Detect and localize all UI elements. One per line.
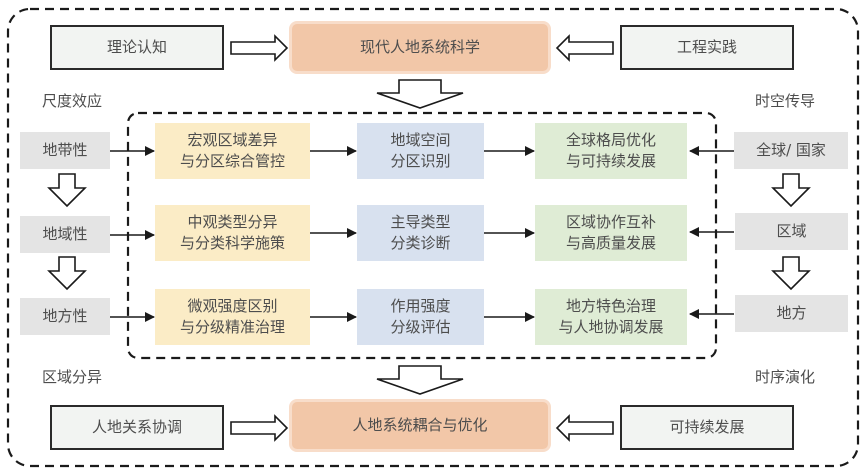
scale-effect-label: 尺度效应 <box>42 92 103 110</box>
scale-item-label: 地方 <box>776 304 807 322</box>
human-earth-coordination-box: 人地关系协调 <box>50 405 224 450</box>
scale-item-region: 区域 <box>735 213 848 250</box>
box-line-2: 与分级精准治理 <box>179 318 285 336</box>
dominant-type-diagnosis-box: 主导类型分类诊断 <box>357 205 484 261</box>
micro-intensity-distinction-box: 微观强度区别与分级精准治理 <box>155 289 310 345</box>
scale-item-label: 地方性 <box>42 307 88 325</box>
hollow-arrow-right-bottom <box>230 414 289 442</box>
hollow-arrow-down-bottom <box>376 365 464 395</box>
human-earth-coupling-optimization-box: 人地系统耦合与优化 <box>289 399 551 452</box>
scale-item-locality: 地方性 <box>20 298 110 335</box>
scale-item-label: 全球/ 国家 <box>756 141 826 159</box>
scale-item-label: 地域性 <box>42 225 88 243</box>
hollow-arrow-left-top <box>555 34 614 62</box>
box-line-2: 与高质量发展 <box>565 234 656 252</box>
spatiotemporal-transmission-label: 时空传导 <box>755 92 816 110</box>
box-line-1: 中观类型分异 <box>187 213 278 231</box>
regional-cooperation-box: 区域协作互补与高质量发展 <box>535 205 687 261</box>
modern-human-earth-science-box: 现代人地系统科学 <box>289 21 551 74</box>
box-line-2: 分区识别 <box>390 152 451 170</box>
scale-item-global-national: 全球/ 国家 <box>734 132 848 169</box>
regional-differentiation-label: 区域分异 <box>42 368 103 386</box>
intensity-grading-assessment-box: 作用强度分级评估 <box>357 289 484 345</box>
hollow-arrow-right-top <box>230 34 289 62</box>
hollow-arrow-down-right-1 <box>771 173 811 208</box>
meso-type-differentiation-box: 中观类型分异与分类科学施策 <box>155 205 310 261</box>
box-line-2: 与分类科学施策 <box>179 234 285 252</box>
macro-regional-difference-box: 宏观区域差异与分区综合管控 <box>155 123 310 179</box>
sustainable-development-box: 可持续发展 <box>620 405 794 450</box>
scale-item-regionality: 地域性 <box>20 216 110 253</box>
box-line-2: 与人地协调发展 <box>558 318 664 336</box>
box-line-1: 地方特色治理 <box>565 297 656 315</box>
temporal-evolution-label: 时序演化 <box>755 368 816 386</box>
human-earth-coordination-label: 人地关系协调 <box>91 418 182 436</box>
scale-item-label: 区域 <box>776 222 807 240</box>
local-characteristic-governance-box: 地方特色治理与人地协调发展 <box>535 289 687 345</box>
box-line-1: 全球格局优化 <box>565 131 656 149</box>
modern-human-earth-science-label: 现代人地系统科学 <box>359 38 480 56</box>
box-line-2: 与可持续发展 <box>565 152 656 170</box>
box-line-1: 主导类型 <box>390 213 451 231</box>
territorial-zoning-identification-box: 地域空间分区识别 <box>357 123 484 179</box>
box-line-2: 与分区综合管控 <box>179 152 285 170</box>
scale-item-local: 地方 <box>735 295 848 332</box>
box-line-2: 分类诊断 <box>390 234 451 252</box>
box-line-1: 微观强度区别 <box>187 297 278 315</box>
box-line-1: 作用强度 <box>390 297 451 315</box>
hollow-arrow-down-top <box>376 79 464 109</box>
engineering-practice-box: 工程实践 <box>620 25 794 70</box>
box-line-1: 区域协作互补 <box>565 213 656 231</box>
engineering-practice-label: 工程实践 <box>676 38 737 56</box>
theory-cognition-label: 理论认知 <box>106 38 167 56</box>
theory-cognition-box: 理论认知 <box>50 25 224 70</box>
scale-item-zonality: 地带性 <box>20 132 110 169</box>
hollow-arrow-down-left-2 <box>47 256 87 291</box>
hollow-arrow-down-left-1 <box>47 173 87 208</box>
global-pattern-optimization-box: 全球格局优化与可持续发展 <box>535 123 687 179</box>
scale-item-label: 地带性 <box>42 141 88 159</box>
sustainable-development-label: 可持续发展 <box>669 418 745 436</box>
hollow-arrow-left-bottom <box>555 414 614 442</box>
box-line-1: 宏观区域差异 <box>187 131 278 149</box>
box-line-2: 分级评估 <box>390 318 451 336</box>
box-line-1: 地域空间 <box>390 131 451 149</box>
hollow-arrow-down-right-2 <box>771 256 811 291</box>
human-earth-coupling-optimization-label: 人地系统耦合与优化 <box>352 416 488 434</box>
